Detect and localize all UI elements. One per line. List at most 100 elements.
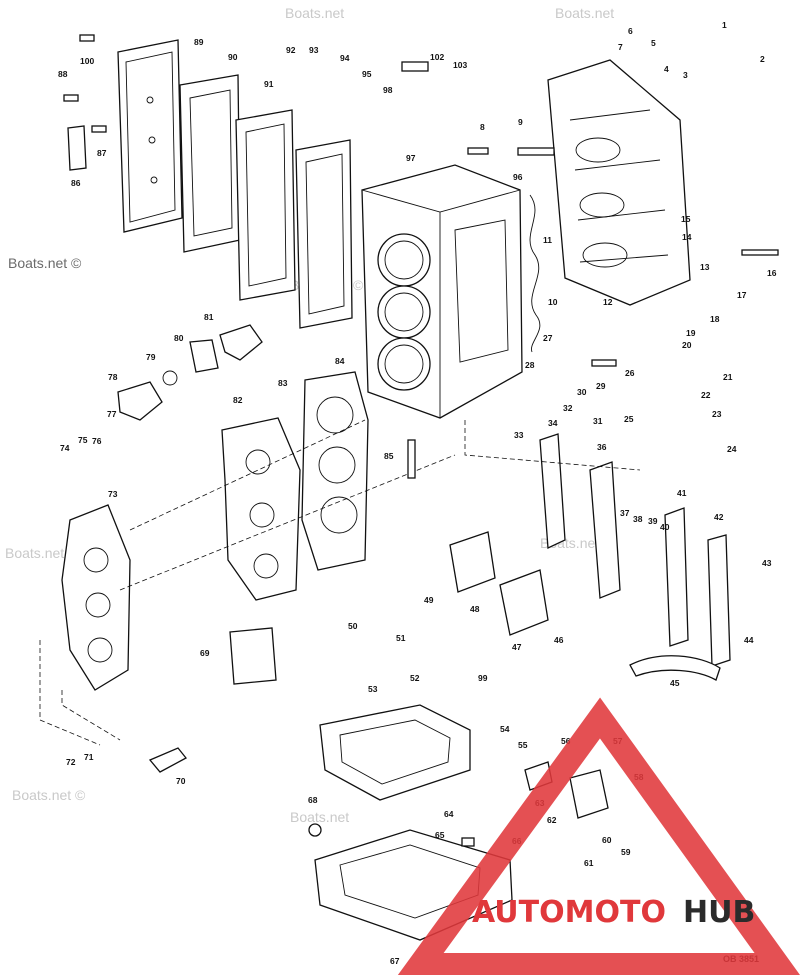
callout-23: 23 [712, 409, 722, 419]
callout-7: 7 [618, 42, 623, 52]
callout-76: 76 [92, 436, 102, 446]
logo-word-gray: HUB [683, 895, 755, 930]
bracket-47 [499, 569, 549, 636]
callout-38: 38 [633, 514, 643, 524]
callout-44: 44 [744, 635, 754, 645]
thermostat [189, 339, 219, 373]
callout-90: 90 [228, 52, 238, 62]
exhaust-cover-73 [61, 504, 131, 691]
callout-77: 77 [107, 409, 117, 419]
plate-36 [589, 461, 621, 599]
callout-80: 80 [174, 333, 184, 343]
callout-60: 60 [602, 835, 612, 845]
callout-43: 43 [762, 558, 772, 568]
callout-5: 5 [651, 38, 656, 48]
automotohub-logo: AUTOMOTO HUB [397, 697, 800, 975]
callout-24: 24 [727, 444, 737, 454]
callout-72: 72 [66, 757, 76, 767]
watermark: Boats.net [555, 5, 614, 21]
crankcase [547, 59, 691, 306]
sender-70 [148, 747, 187, 773]
water-jacket-cover [221, 417, 301, 601]
fasteners [63, 34, 779, 847]
watermark: Boats.net [290, 809, 349, 825]
callout-46: 46 [554, 635, 564, 645]
callout-53: 53 [368, 684, 378, 694]
plate-42 [707, 534, 731, 667]
link-62 [569, 769, 609, 819]
hose-45 [629, 655, 721, 681]
callout-93: 93 [309, 45, 319, 55]
gasket-48 [449, 531, 496, 593]
callout-34: 34 [548, 418, 558, 428]
callout-83: 83 [278, 378, 288, 388]
head-gasket [301, 371, 369, 571]
watermark: Boats.net © [5, 545, 79, 561]
callout-55: 55 [518, 740, 528, 750]
callout-86: 86 [71, 178, 81, 188]
callout-10: 10 [548, 297, 558, 307]
callout-4: 4 [664, 64, 669, 74]
gasket-90b [295, 139, 353, 329]
callout-91: 91 [264, 79, 274, 89]
callout-14: 14 [682, 232, 692, 242]
callout-98: 98 [383, 85, 393, 95]
callout-30: 30 [577, 387, 587, 397]
callout-92: 92 [286, 45, 296, 55]
exhaust-cover-plate [117, 39, 183, 233]
callout-40: 40 [660, 522, 670, 532]
callout-12: 12 [603, 297, 613, 307]
centerline [61, 690, 121, 741]
callout-9: 9 [518, 117, 523, 127]
callout-36: 36 [597, 442, 607, 452]
callout-13: 13 [700, 262, 710, 272]
hose-11 [529, 194, 541, 353]
callout-6: 6 [628, 26, 633, 36]
callout-85: 85 [384, 451, 394, 461]
watermark: Boats.net © [8, 255, 82, 271]
callout-49: 49 [424, 595, 434, 605]
callout-81: 81 [204, 312, 214, 322]
centerline [119, 454, 456, 591]
kit-box [229, 627, 277, 685]
callout-62: 62 [547, 815, 557, 825]
gasket-91 [235, 109, 296, 301]
callout-47: 47 [512, 642, 522, 652]
callout-103: 103 [453, 60, 467, 70]
plate-34 [539, 433, 566, 549]
callout-89: 89 [194, 37, 204, 47]
callout-67: 67 [390, 956, 400, 966]
callout-41: 41 [677, 488, 687, 498]
callout-11: 11 [543, 235, 552, 245]
logo-triangle-mark [397, 697, 800, 975]
callout-20: 20 [682, 340, 692, 350]
callout-2: 2 [760, 54, 765, 64]
callout-96: 96 [513, 172, 523, 182]
callout-71: 71 [84, 752, 94, 762]
callout-100: 100 [80, 56, 94, 66]
callout-19: 19 [686, 328, 696, 338]
callout-61: 61 [584, 858, 594, 868]
callout-48: 48 [470, 604, 480, 614]
watermark: Boats.net © [12, 787, 86, 803]
callout-39: 39 [648, 516, 658, 526]
watermark: Boats.net [285, 5, 344, 21]
callout-52: 52 [410, 673, 420, 683]
callout-64: 64 [444, 809, 454, 819]
callout-79: 79 [146, 352, 156, 362]
callout-42: 42 [714, 512, 724, 522]
plate-41 [664, 507, 689, 647]
callout-18: 18 [710, 314, 720, 324]
cylinder-block [361, 164, 523, 419]
callout-17: 17 [737, 290, 747, 300]
callout-33: 33 [514, 430, 524, 440]
plate-86 [67, 125, 87, 171]
callout-73: 73 [108, 489, 118, 499]
callout-25: 25 [624, 414, 634, 424]
callout-69: 69 [200, 648, 210, 658]
callout-54: 54 [500, 724, 510, 734]
callout-1: 1 [722, 20, 727, 30]
callout-50: 50 [348, 621, 358, 631]
